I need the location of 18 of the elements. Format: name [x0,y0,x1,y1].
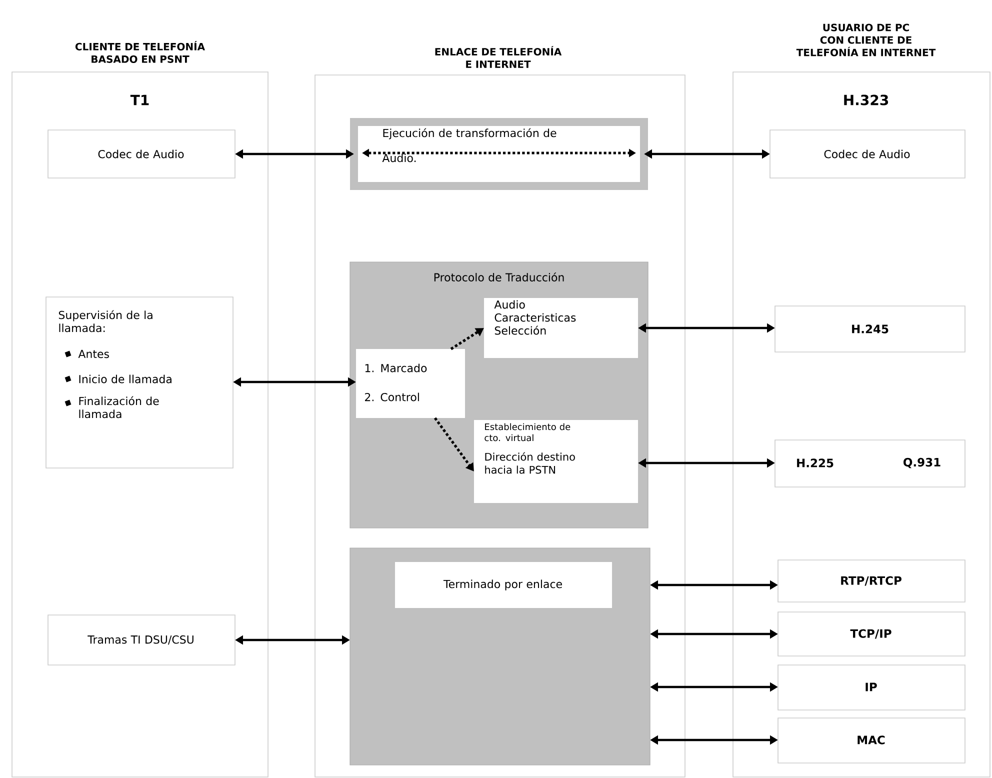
process-box: MAC [778,718,966,764]
process-box: 1. Marcado 2. Control [356,349,465,418]
process-box: Supervisión de la llamada: Antes Inicio de llamada Finalización de llamada [46,296,234,468]
column-heading: ENLACE DE TELEFONÍA E INTERNET [435,46,562,68]
process-box: H.225 Q.931 [774,440,966,488]
process-box: IP [778,664,966,710]
process-box: Tramas TI DSU/CSU [48,614,236,666]
process-box: RTP/RTCP [778,560,966,602]
process-box: Establecimiento de cto. virtual Dirección destino hacia la PSTN [474,420,638,503]
process-box: TCP/IP [778,612,966,656]
process-box: H.245 [774,306,966,352]
column-heading: USUARIO DE PC CON CLIENTE DE TELEFONÍA EN INTERNET [796,24,936,56]
process-box: Codec de Audio [48,130,236,178]
process-box: Codec de Audio [770,130,966,178]
process-box: Ejecución de transformación de Audio. [350,118,648,190]
process-box: Terminado por enlace [395,562,612,608]
column-heading: CLIENTE DE TELEFONÍA BASADO EN PSNT [75,41,205,63]
process-box: Audio Caracteristicas Selección [484,298,638,358]
